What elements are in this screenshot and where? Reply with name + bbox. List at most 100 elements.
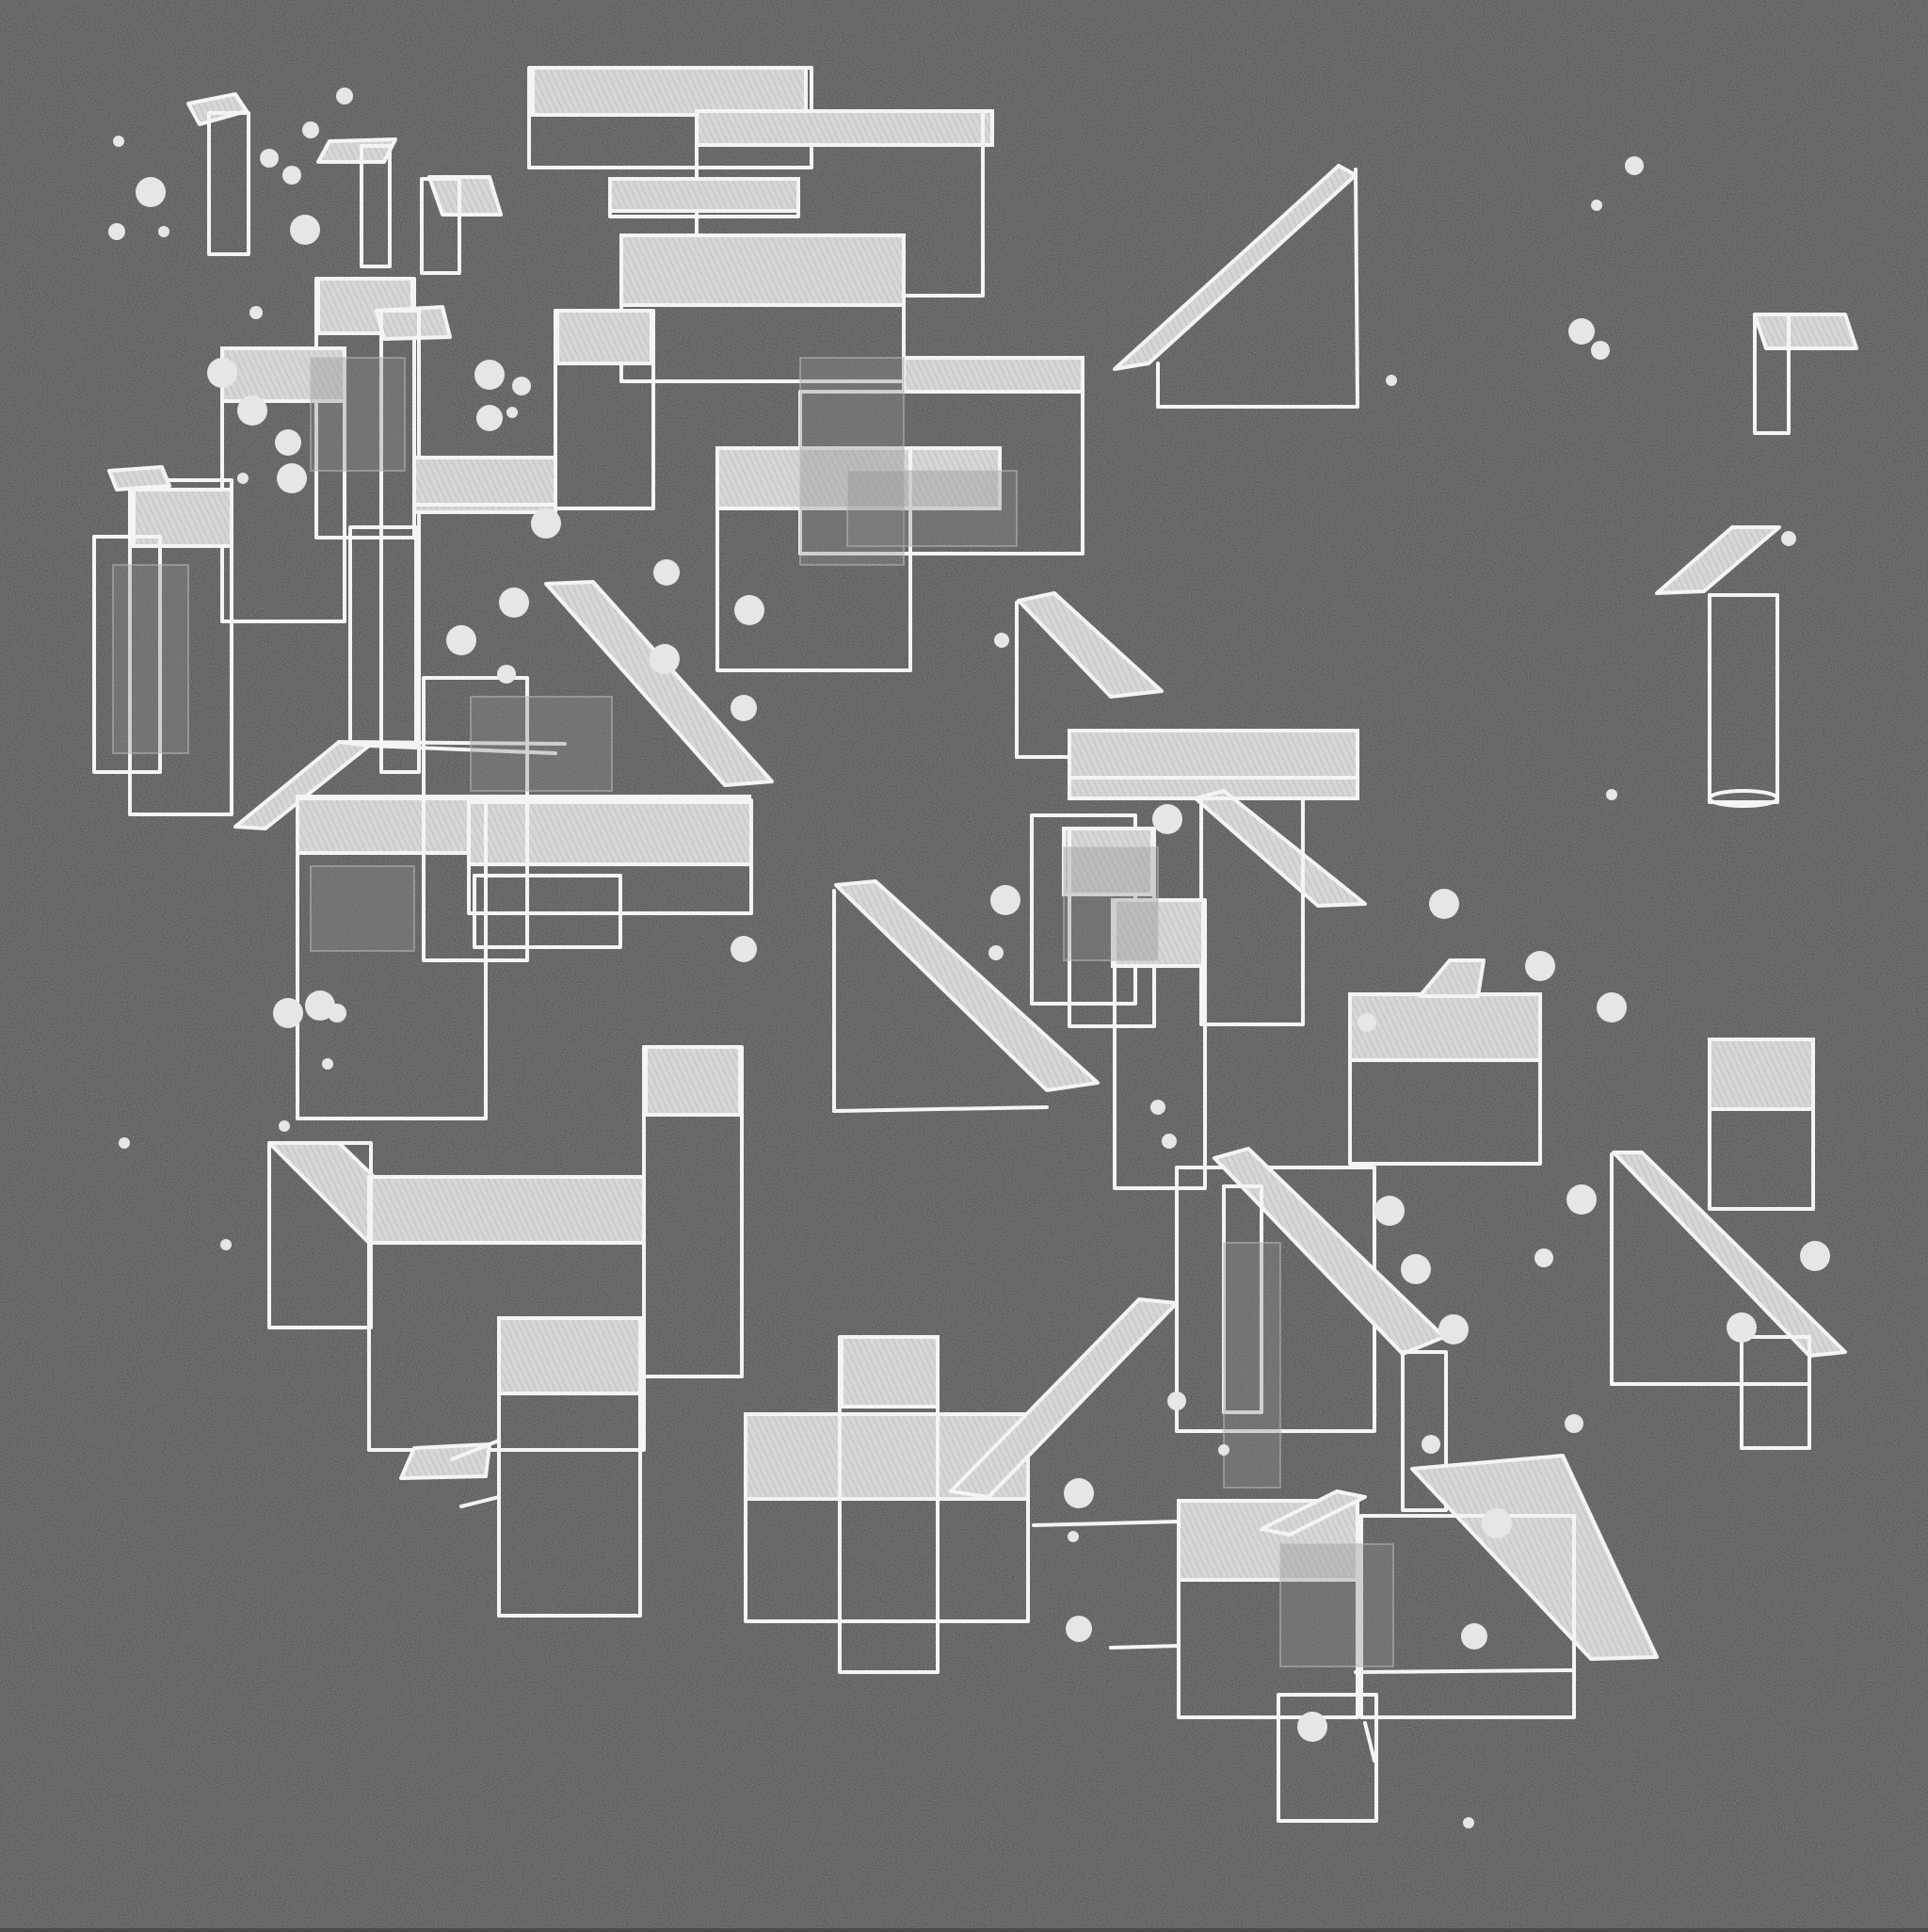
slanted-roof-plank — [1655, 525, 1781, 595]
ghost-box — [799, 357, 905, 566]
ghost-box — [846, 470, 1018, 547]
sketch-line — [1354, 168, 1359, 409]
bubble-dot — [1075, 1486, 1086, 1497]
hatched-band — [1348, 992, 1542, 1062]
bubble-dot — [1386, 375, 1397, 386]
ghost-box — [310, 357, 406, 472]
bubble-dot — [1574, 1188, 1589, 1203]
box-outline — [619, 233, 906, 383]
hatched-band — [367, 1175, 646, 1245]
bubble-dot — [1297, 1712, 1327, 1742]
bubble-dot — [988, 945, 1004, 960]
bubble-dot — [336, 88, 353, 105]
box-outline — [420, 177, 461, 275]
bubble-dot — [322, 1058, 333, 1070]
bubble-dot — [731, 936, 757, 962]
bubble-dot — [506, 407, 518, 418]
slanted-roof-plank — [1017, 591, 1164, 699]
box-outline — [1708, 593, 1779, 804]
box-outline — [1113, 898, 1207, 1190]
hatched-band — [497, 1316, 642, 1395]
box-outline — [422, 676, 529, 962]
bubble-dot — [734, 595, 764, 625]
slanted-roof-plank — [1410, 1454, 1659, 1661]
sketch-line — [1354, 1668, 1574, 1674]
bubble-dot — [1066, 1616, 1092, 1642]
hatched-band — [467, 800, 753, 866]
bubble-dot — [1597, 992, 1627, 1022]
box-outline — [1708, 1038, 1815, 1211]
bubble-dot — [290, 215, 320, 245]
box-outline — [608, 177, 800, 218]
bubble-dot — [1534, 1248, 1553, 1267]
bubble-dot — [1167, 1392, 1186, 1410]
ghost-box — [1063, 846, 1159, 961]
bubble-dot — [1463, 1817, 1474, 1828]
bubble-dot — [119, 1137, 130, 1149]
box-outline — [715, 446, 912, 672]
bubble-dot — [260, 149, 279, 168]
ghost-box — [112, 564, 189, 754]
bubble-dot — [273, 998, 303, 1028]
bubble-dot — [1358, 1013, 1376, 1032]
hatched-band — [695, 109, 994, 147]
bubble-dot — [237, 473, 249, 484]
bubble-dot — [108, 223, 125, 240]
bubble-dot — [282, 166, 301, 185]
sketch-line — [367, 744, 557, 755]
bubble-dot — [446, 625, 476, 655]
hatched-band — [555, 309, 653, 365]
box-outline — [207, 111, 250, 256]
box-outline — [379, 309, 421, 774]
bubble-dot — [531, 508, 561, 539]
box-outline — [1177, 1499, 1359, 1719]
box-outline — [467, 798, 753, 915]
bubble-dot — [1727, 1312, 1757, 1343]
box-outline — [497, 1316, 642, 1618]
ghost-box — [1279, 1543, 1394, 1667]
bubble-dot — [474, 360, 505, 390]
slanted-roof-plank — [834, 879, 1100, 1092]
bubble-dot — [650, 644, 680, 674]
box-outline — [92, 535, 162, 774]
slanted-roof-plank — [1612, 1151, 1847, 1358]
small-flag-plank — [1418, 958, 1486, 998]
bubble-dot — [1438, 1314, 1469, 1344]
sketch-line — [1032, 1520, 1181, 1527]
bubble-dot — [277, 463, 307, 493]
bubble-dot — [1422, 1435, 1440, 1454]
bubble-dot — [1591, 200, 1602, 211]
slanted-roof-plank — [1194, 789, 1367, 908]
bubble-dot — [512, 377, 531, 395]
box-outline — [1401, 1350, 1448, 1512]
bubble-dot — [275, 429, 301, 456]
box-outline — [642, 1045, 744, 1378]
bubble-dot — [328, 1004, 346, 1022]
bubble-dot — [476, 405, 503, 431]
box-outline — [744, 1412, 1030, 1623]
bubble-dot — [1429, 889, 1459, 919]
hatched-band — [608, 177, 800, 213]
box-outline — [314, 277, 416, 539]
slanted-roof-plank — [544, 580, 774, 787]
bubble-dot — [1591, 341, 1610, 360]
ghost-box — [310, 865, 415, 952]
box-outline — [128, 478, 233, 816]
bubble-dot — [249, 306, 263, 319]
bubble-dot — [113, 136, 124, 147]
bubble-dot — [207, 358, 237, 388]
box-outline — [1277, 1693, 1378, 1823]
sketch-line — [832, 1105, 1049, 1113]
hatched-band — [619, 233, 906, 307]
bubble-dot — [1068, 1531, 1079, 1542]
bubble-dot — [1374, 1196, 1405, 1226]
cylinder-base — [1708, 789, 1779, 808]
bubble-dot — [731, 695, 757, 721]
bubble-dot — [990, 885, 1020, 915]
small-flag-plank — [107, 465, 171, 491]
bubble-dot — [237, 395, 267, 426]
bubble-dot — [994, 633, 1009, 648]
bubble-dot — [1152, 804, 1182, 834]
